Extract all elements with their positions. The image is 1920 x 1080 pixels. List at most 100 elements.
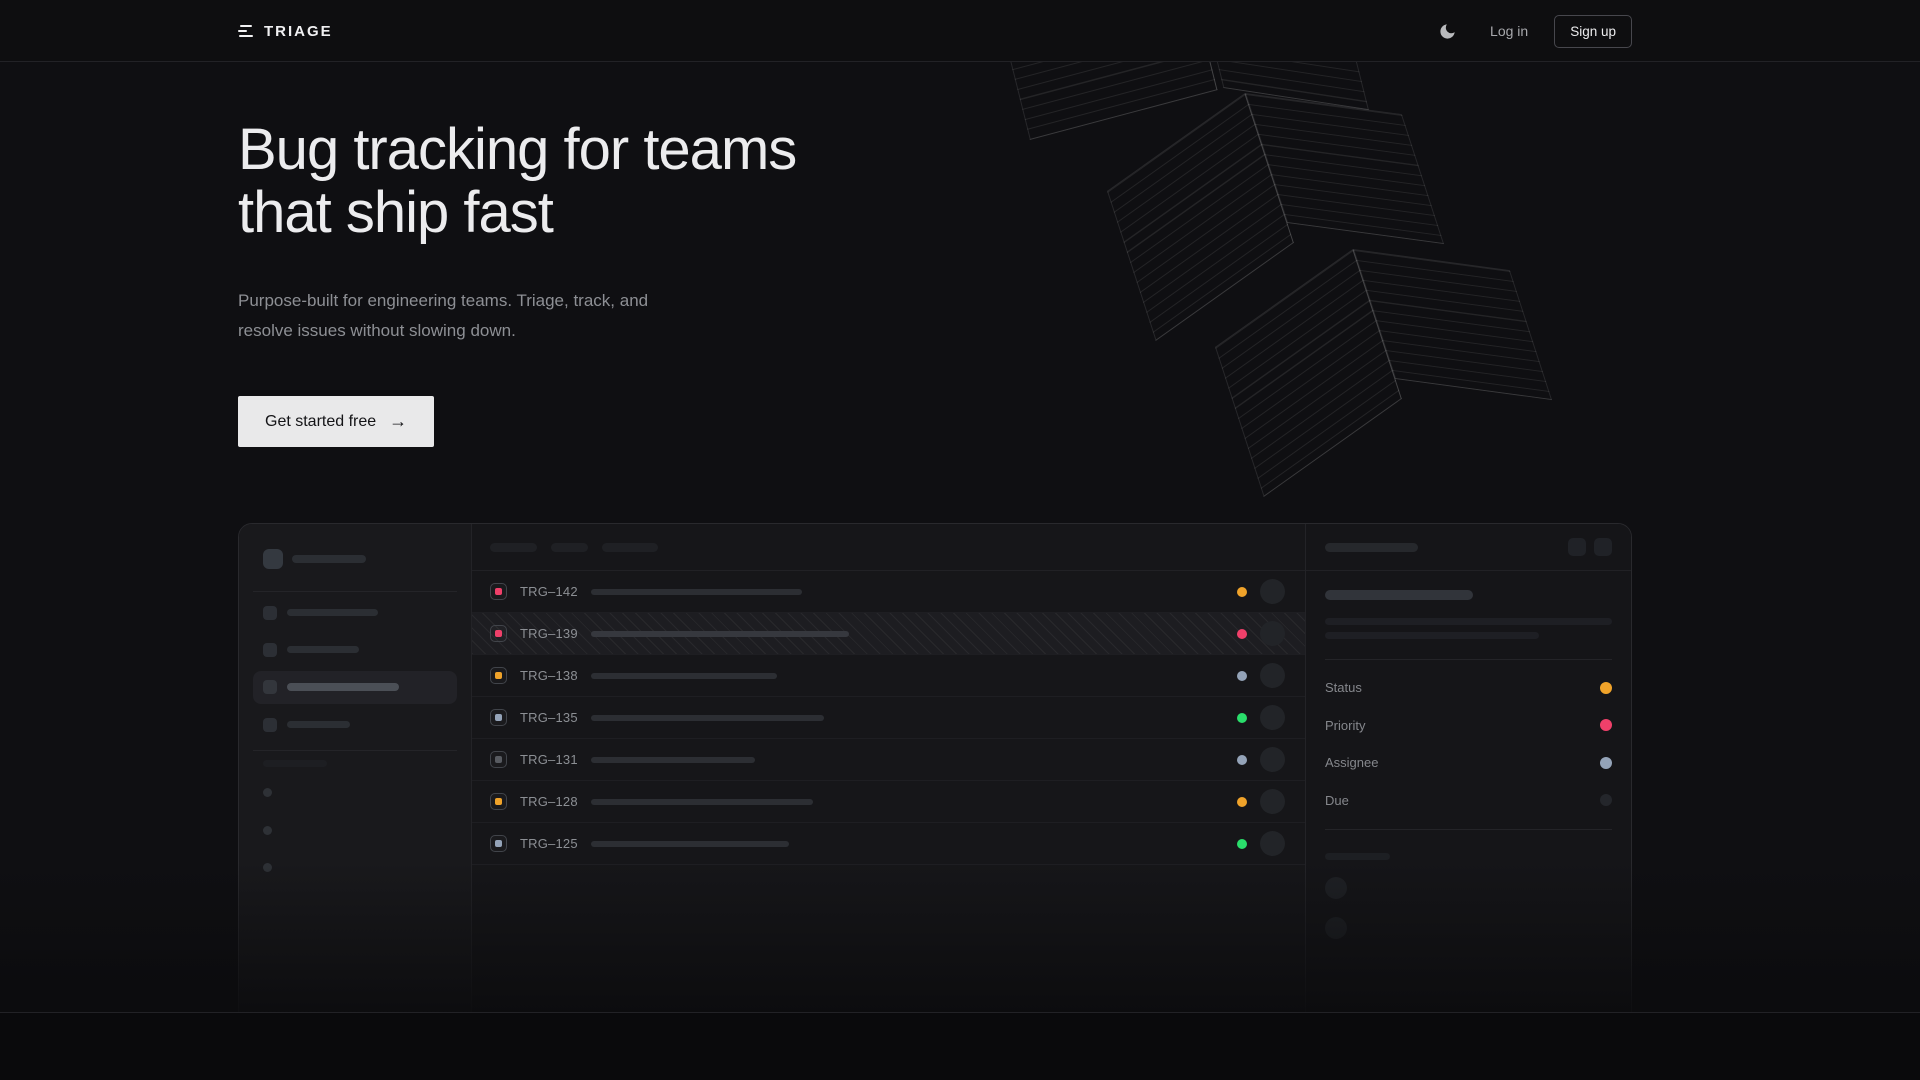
description-line-skeleton — [1325, 618, 1612, 625]
status-dot — [1237, 838, 1247, 849]
issue-row: TRG–135 — [472, 697, 1305, 739]
detail-header — [1306, 524, 1631, 571]
assignee-avatar — [1260, 579, 1285, 604]
issue-type-icon — [490, 625, 507, 642]
nav-item-label-skeleton — [287, 721, 350, 728]
detail-title-skeleton — [1325, 542, 1418, 552]
detail-field-row: Due — [1325, 782, 1612, 820]
issue-detail-panel: Status Priority Assignee Due — [1306, 524, 1631, 1012]
workspace-avatar-skeleton — [263, 549, 283, 569]
field-list: Status Priority Assignee Due — [1325, 669, 1612, 819]
issue-id: TRG–125 — [520, 836, 578, 851]
issue-title-skeleton — [1325, 590, 1473, 600]
status-dot — [1237, 586, 1247, 597]
status-dot — [1237, 796, 1247, 807]
moon-icon — [1439, 23, 1455, 39]
status-dot — [1237, 628, 1247, 639]
nav-item-icon-skeleton — [263, 680, 277, 694]
issue-type-icon — [490, 793, 507, 810]
nav-item-icon-skeleton — [263, 643, 277, 657]
assignee-avatar — [1260, 747, 1285, 772]
detail-field-row: Priority — [1325, 707, 1612, 745]
page-title: Bug tracking for teams that ship fast — [238, 117, 797, 245]
app-mockup: TRG–142 TRG–139 TRG–138 TRG–135 TRG–131 … — [238, 523, 1632, 1012]
detail-field-row: Status — [1325, 669, 1612, 707]
activity-avatar — [1325, 917, 1347, 939]
issue-id: TRG–142 — [520, 584, 578, 599]
assignee-avatar — [1260, 705, 1285, 730]
issue-title-skeleton — [590, 630, 849, 637]
nav-item-label-skeleton — [287, 609, 378, 616]
heading-line-2: that ship fast — [238, 180, 554, 245]
issue-row: TRG–138 — [472, 655, 1305, 697]
top-nav: TRIAGE Log in Sign up — [0, 0, 1920, 62]
next-section-band — [0, 1013, 1920, 1079]
assignee-avatar — [1260, 831, 1285, 856]
issue-id: TRG–135 — [520, 710, 578, 725]
login-link[interactable]: Log in — [1490, 23, 1529, 39]
assignee-avatar — [1260, 789, 1285, 814]
signup-button[interactable]: Sign up — [1554, 14, 1632, 48]
divider — [253, 750, 457, 751]
heading-line-1: Bug tracking for teams — [238, 117, 797, 182]
issue-title-skeleton — [590, 714, 824, 721]
project-dot — [263, 788, 272, 797]
description-line-skeleton — [1325, 632, 1539, 639]
detail-header-buttons-skeleton — [1568, 538, 1612, 556]
theme-toggle-button[interactable] — [1430, 14, 1464, 48]
project-dot — [263, 826, 272, 835]
brand-logo[interactable]: TRIAGE — [238, 23, 333, 40]
assignee-avatar — [1260, 621, 1285, 646]
field-value-dot — [1600, 756, 1612, 769]
issue-row: TRG–142 — [472, 571, 1305, 613]
field-label: Due — [1325, 792, 1349, 808]
issue-title-skeleton — [590, 798, 813, 805]
status-dot — [1237, 670, 1247, 681]
field-value-dot — [1600, 794, 1612, 807]
issue-id: TRG–138 — [520, 668, 578, 683]
triage-logo-icon — [238, 24, 253, 38]
issue-type-icon — [490, 583, 507, 600]
issue-title-skeleton — [590, 672, 777, 679]
field-label: Assignee — [1325, 755, 1379, 771]
mockup-sidebar — [239, 524, 472, 1012]
section-label-skeleton — [263, 760, 327, 767]
field-value-dot — [1600, 681, 1612, 694]
get-started-button[interactable]: Get started free → — [238, 396, 435, 447]
status-dot — [1237, 712, 1247, 723]
divider — [1325, 659, 1612, 660]
issue-id: TRG–139 — [520, 626, 578, 641]
divider — [1325, 829, 1612, 830]
hero-subtitle: Purpose-built for engineering teams. Tri… — [238, 291, 649, 340]
issue-row: TRG–125 — [472, 823, 1305, 865]
assignee-avatar — [1260, 663, 1285, 688]
issue-title-skeleton — [590, 588, 802, 595]
issue-rows: TRG–142 TRG–139 TRG–138 TRG–135 TRG–131 … — [472, 571, 1305, 865]
issue-type-icon — [490, 667, 507, 684]
status-dot — [1237, 754, 1247, 765]
issue-type-icon — [490, 835, 507, 852]
nav-item-icon-skeleton — [263, 718, 277, 732]
issue-title-skeleton — [590, 756, 755, 763]
workspace-name-skeleton — [292, 555, 366, 563]
issue-list: TRG–142 TRG–139 TRG–138 TRG–135 TRG–131 … — [472, 524, 1306, 1012]
nav-item-label-skeleton — [287, 646, 359, 653]
issue-type-icon — [490, 709, 507, 726]
issue-row: TRG–131 — [472, 739, 1305, 781]
field-value-dot — [1600, 719, 1612, 732]
issue-type-icon — [490, 751, 507, 768]
project-dot — [263, 863, 272, 872]
brand-name: TRIAGE — [264, 22, 333, 40]
cta-label: Get started free — [265, 412, 377, 430]
list-toolbar-skeleton — [472, 524, 1305, 571]
issue-id: TRG–131 — [520, 752, 578, 767]
field-label: Status — [1325, 680, 1362, 696]
issue-row: TRG–139 — [472, 613, 1305, 655]
field-label: Priority — [1325, 717, 1366, 733]
issue-title-skeleton — [590, 840, 789, 847]
divider — [253, 591, 457, 592]
arrow-right-icon: → — [389, 411, 408, 431]
issue-id: TRG–128 — [520, 794, 578, 809]
nav-item-icon-skeleton — [263, 606, 277, 620]
detail-field-row: Assignee — [1325, 744, 1612, 782]
